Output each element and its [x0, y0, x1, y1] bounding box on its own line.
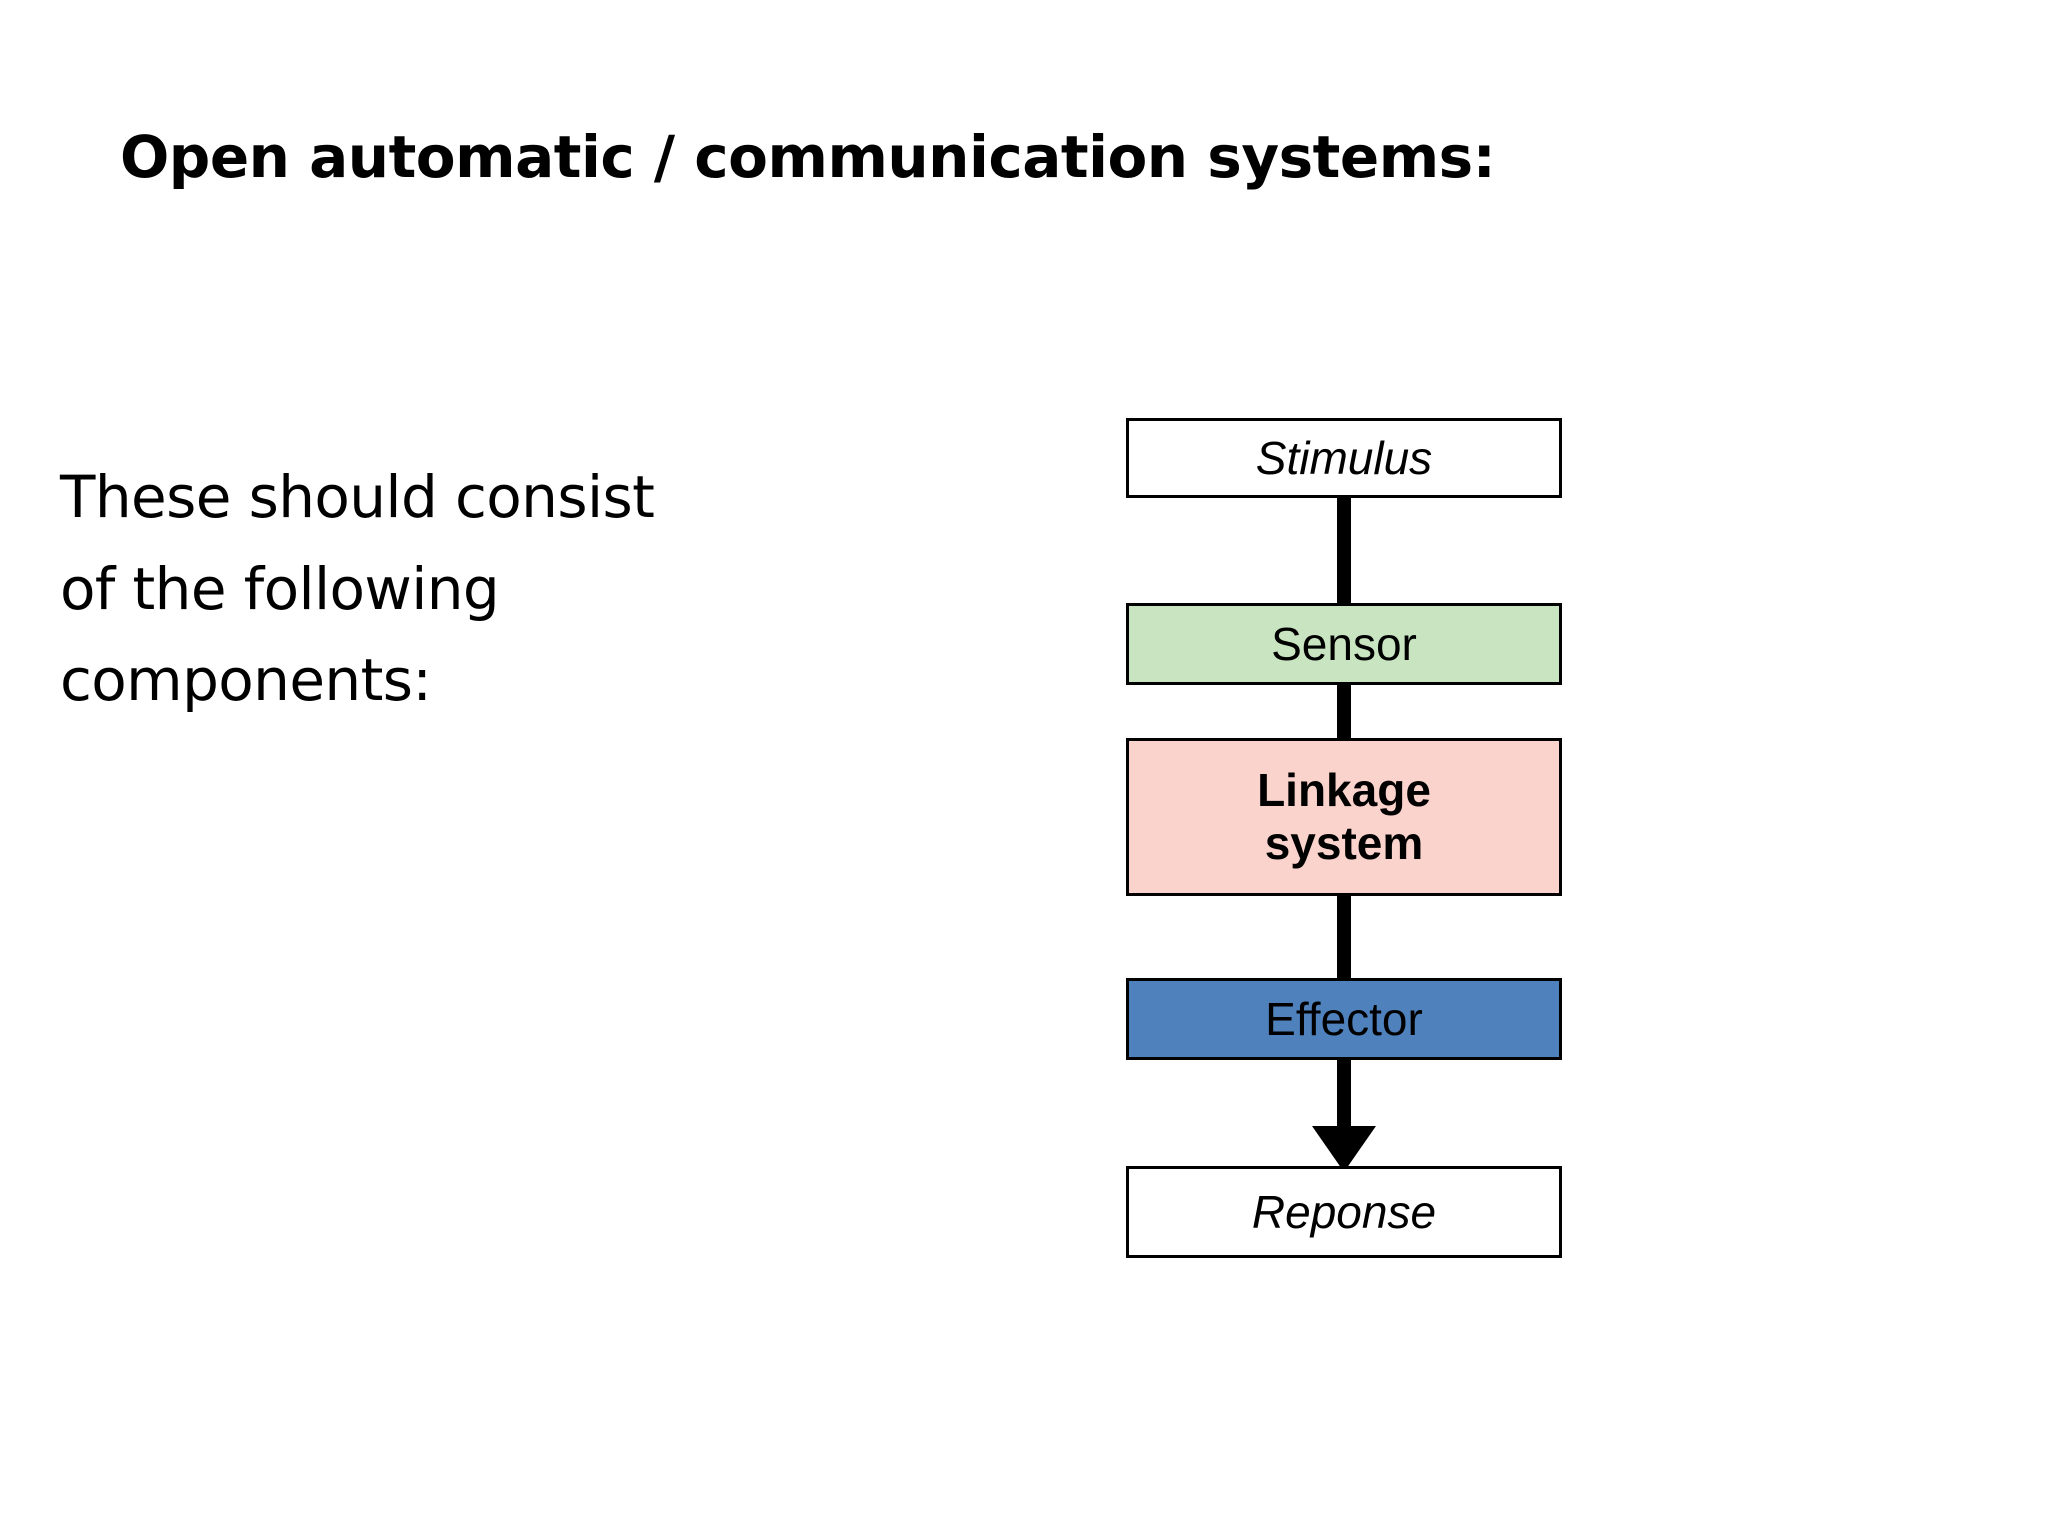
connector-linkage-system-to-effector [1337, 891, 1351, 983]
body-text-block: These should consist of the following co… [60, 452, 820, 727]
flow-node-linkage-system: Linkage system [1126, 738, 1562, 896]
flow-node-sensor: Sensor [1126, 603, 1562, 685]
arrow-down-icon [1312, 1126, 1376, 1172]
connector-stimulus-to-sensor [1337, 494, 1351, 609]
flow-node-effector-label: Effector [1265, 992, 1423, 1045]
flow-node-sensor-label: Sensor [1271, 617, 1417, 670]
flow-node-linkage-system-label-line-1: Linkage [1257, 764, 1431, 817]
flow-diagram: Stimulus Sensor Linkage system Effector … [1126, 418, 1566, 1258]
flow-node-linkage-system-label-line-2: system [1264, 817, 1424, 869]
page-title: Open automatic / communication systems: [120, 123, 1496, 191]
body-text-line-3: components: [60, 646, 432, 715]
flow-node-stimulus-label: Stimulus [1255, 431, 1433, 484]
connector-effector-to-reponse [1337, 1056, 1351, 1132]
flow-node-reponse-label: Reponse [1251, 1185, 1437, 1238]
body-text-line-2: of the following [60, 554, 500, 623]
body-text-line-1: These should consist [60, 463, 655, 531]
flow-node-stimulus: Stimulus [1126, 418, 1562, 498]
flow-node-reponse: Reponse [1126, 1166, 1562, 1258]
flow-node-effector: Effector [1126, 978, 1562, 1060]
connector-sensor-to-linkage-system [1337, 680, 1351, 744]
flow-node-linkage-system-label: Linkage system [1257, 764, 1431, 870]
